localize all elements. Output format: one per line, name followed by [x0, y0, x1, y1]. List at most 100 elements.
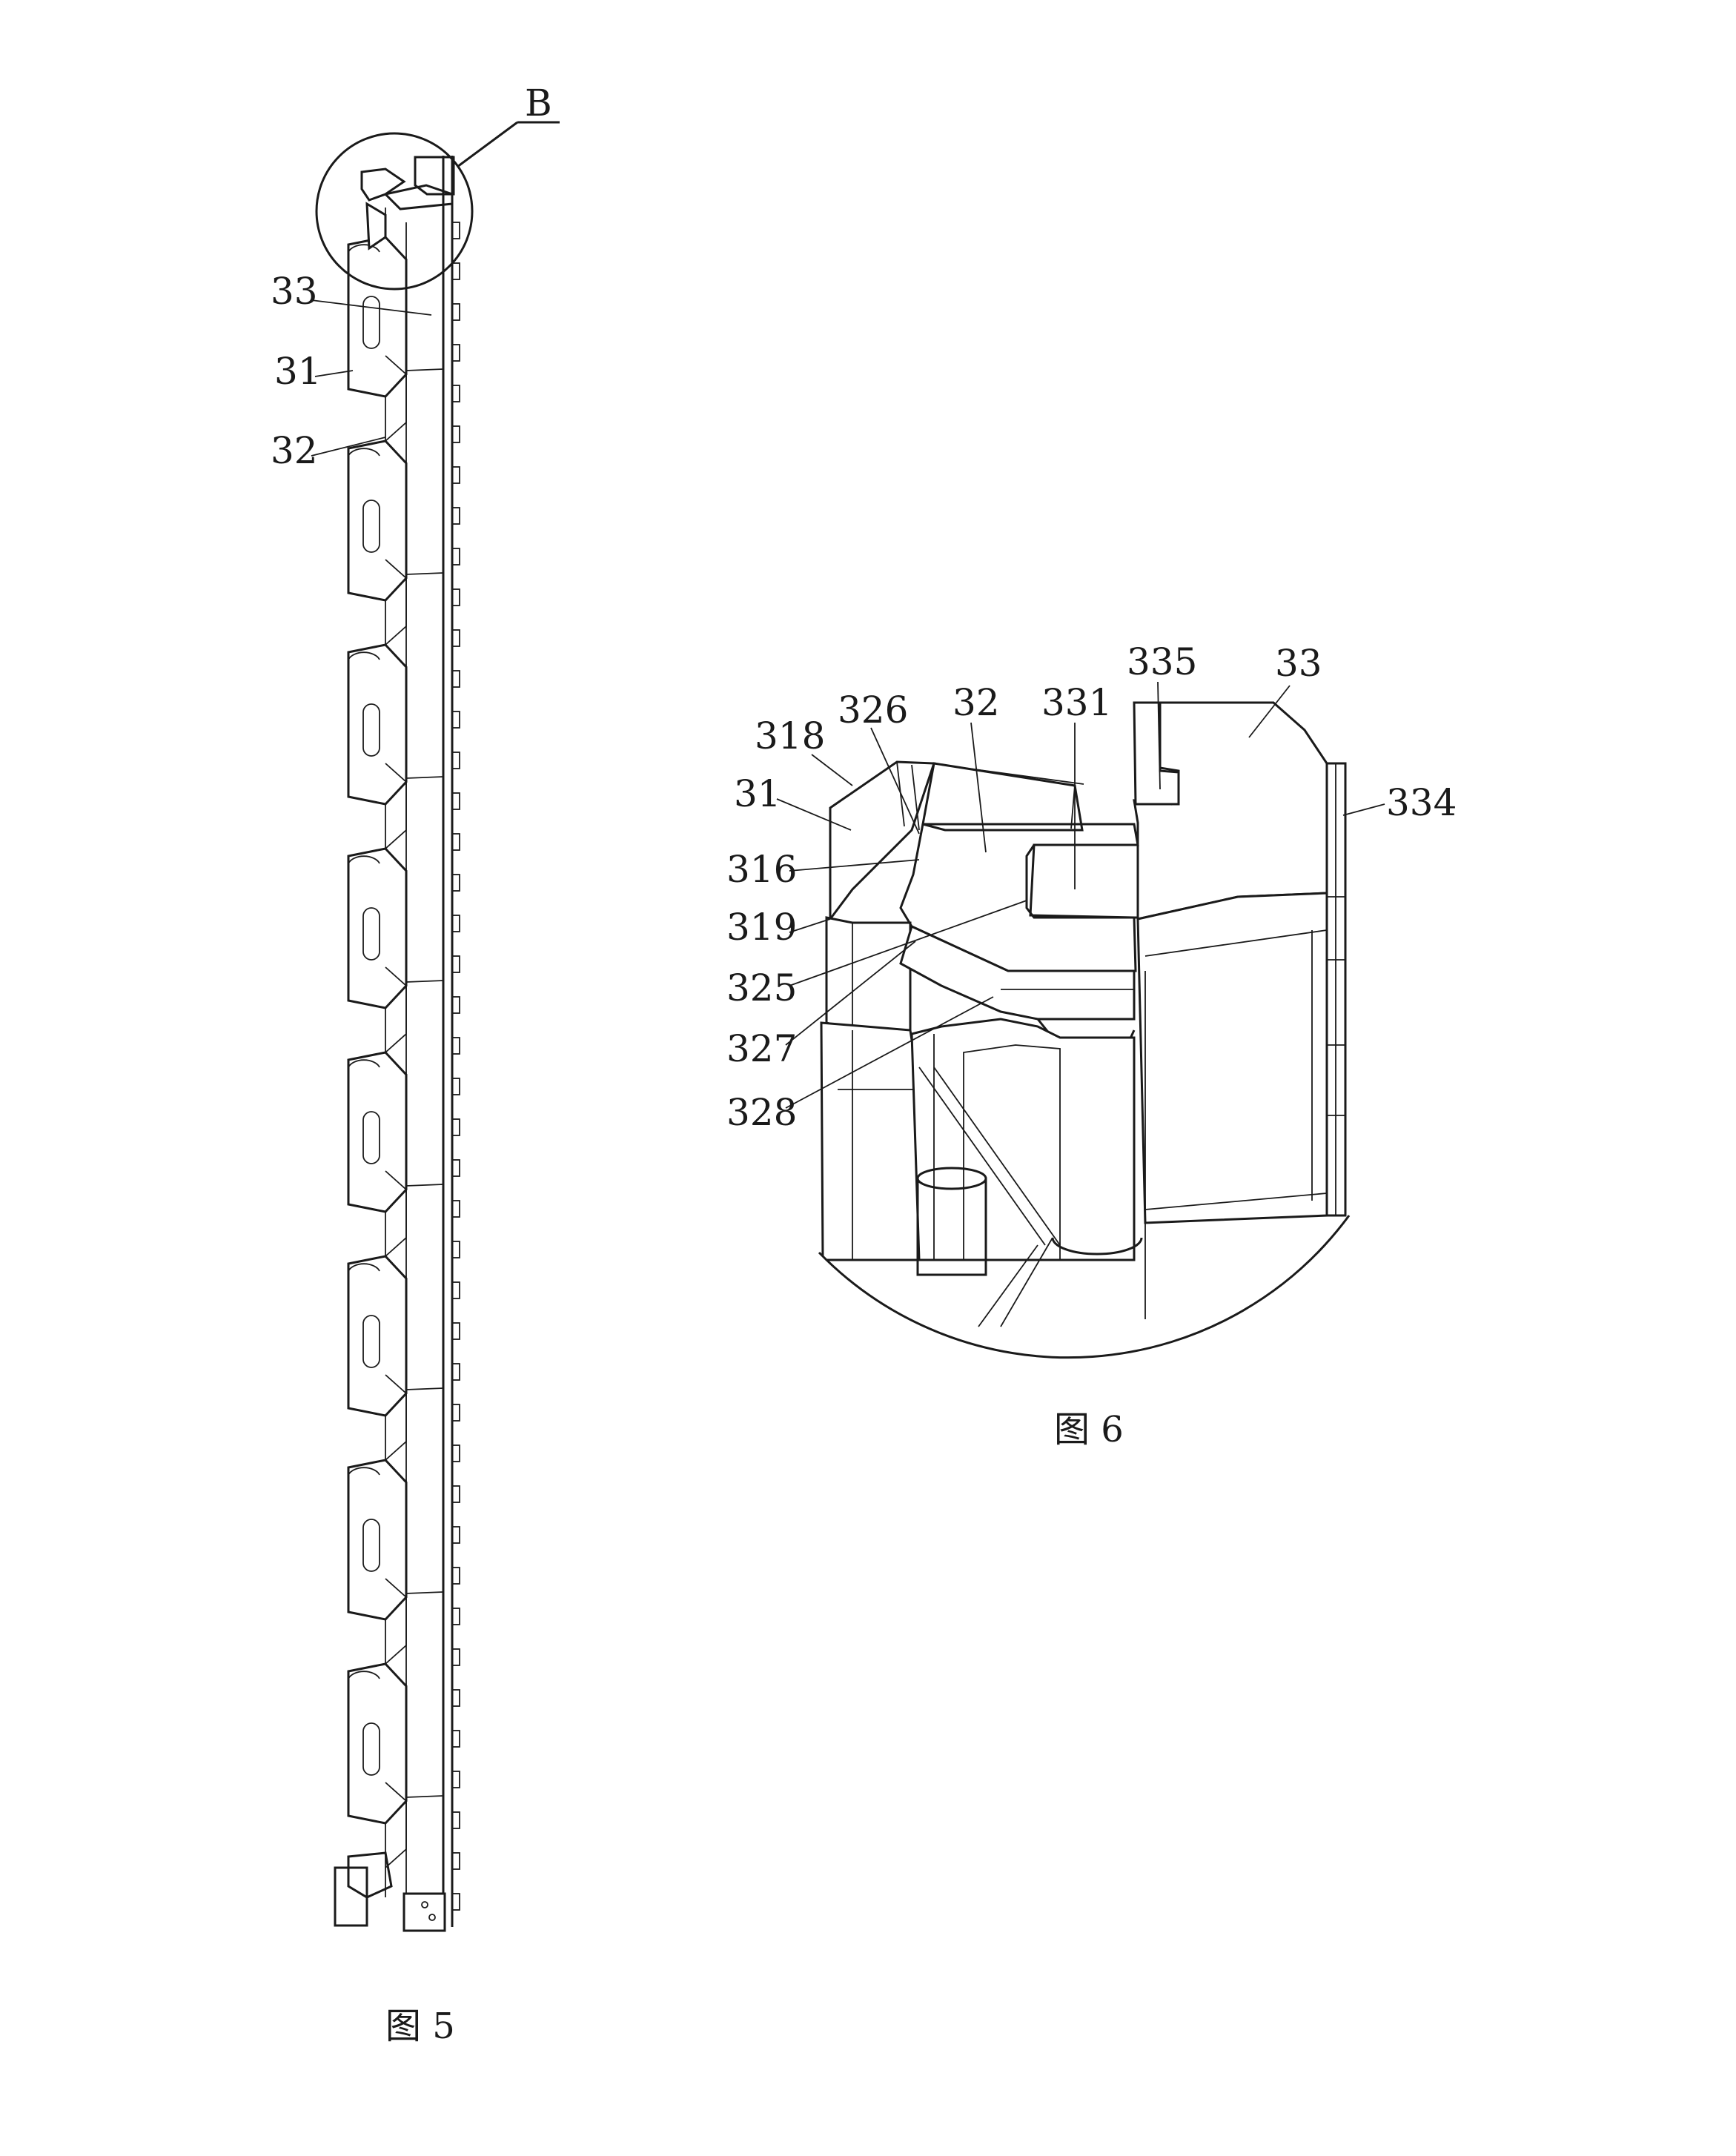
- fig6-label-326: 326: [838, 689, 908, 732]
- link-slot: [362, 1111, 380, 1164]
- slot-335: [1133, 701, 1180, 806]
- link-cap: [348, 448, 380, 457]
- bottom-end-section: [334, 1866, 368, 1927]
- rail-tab: [451, 955, 460, 973]
- link-slot: [362, 296, 380, 349]
- link-plate: [347, 440, 408, 602]
- link-plate: [347, 1662, 408, 1825]
- link-wedge: [385, 1374, 407, 1461]
- bottom-hole-2: [428, 1914, 436, 1921]
- link-slot: [362, 1722, 380, 1776]
- rail-tab: [451, 1241, 460, 1258]
- rail-tab: [451, 1444, 460, 1462]
- figure-5-caption: 图 5: [385, 2006, 455, 2047]
- rail-tab: [451, 996, 460, 1014]
- rail-tab: [451, 1852, 460, 1870]
- rail-separator: [405, 1591, 444, 1594]
- bevel-bar: [899, 924, 1136, 1021]
- link-plate: [347, 236, 408, 398]
- rail-tab: [451, 752, 460, 769]
- fig6-label-328: 328: [726, 1091, 797, 1134]
- fig6-label-327: 327: [726, 1027, 797, 1070]
- fig6-label-316: 316: [726, 848, 797, 891]
- fig6-label-334: 334: [1386, 781, 1457, 824]
- rail-tab: [451, 1078, 460, 1095]
- link-cap: [348, 1263, 380, 1272]
- fig5-label-33: 33: [271, 270, 318, 313]
- link-plate: [347, 1459, 408, 1621]
- bottom-hole-1: [421, 1901, 428, 1908]
- rail-tab: [451, 915, 460, 932]
- block-31-top: [829, 760, 936, 923]
- link-cap: [348, 1059, 380, 1068]
- detail-circle-b: [315, 132, 474, 291]
- rail-separator: [405, 1387, 444, 1390]
- rail-tab: [451, 1363, 460, 1381]
- link-slot: [362, 500, 380, 553]
- fig5-label-31: 31: [274, 350, 322, 393]
- block-31-face: [825, 916, 912, 1032]
- rail-tab: [451, 1730, 460, 1748]
- fig5-leader-32: [311, 437, 386, 457]
- rail-tab: [451, 1159, 460, 1177]
- link-plate: [347, 643, 408, 806]
- link-wedge: [385, 1170, 407, 1257]
- rail-tab: [451, 1322, 460, 1340]
- rail-tab: [451, 466, 460, 484]
- rail-tab: [451, 1404, 460, 1422]
- link-slot: [362, 703, 380, 757]
- fig6-label-32: 32: [953, 681, 1000, 724]
- fig6-label-33: 33: [1275, 642, 1322, 685]
- rail-tab: [451, 1567, 460, 1585]
- link-slot: [362, 907, 380, 961]
- link-cap: [348, 244, 380, 253]
- right-body: [1136, 892, 1328, 1224]
- pin-cylinder: [916, 1178, 987, 1276]
- detail-b-label: B: [525, 82, 552, 125]
- top-hook-lower: [365, 202, 387, 251]
- link-cap: [348, 1671, 380, 1679]
- rail-tab: [451, 548, 460, 565]
- rail-tab: [451, 1648, 460, 1666]
- link-plate: [347, 847, 408, 1009]
- rail-tab: [451, 1485, 460, 1503]
- pin-331-section: [1025, 843, 1139, 919]
- bottom-seal-section: [347, 1851, 393, 1899]
- link-wedge: [385, 559, 407, 646]
- link-wedge: [385, 1782, 407, 1868]
- top-hook: [360, 167, 406, 202]
- rail-tab: [451, 1893, 460, 1911]
- rail-tab: [451, 1281, 460, 1299]
- rail-tab: [451, 344, 460, 362]
- link-plate: [347, 1255, 408, 1417]
- rail-tab: [451, 1771, 460, 1788]
- rail-tab: [451, 222, 460, 239]
- rail-tab: [451, 425, 460, 443]
- rail-tab: [451, 1811, 460, 1829]
- fig6-label-335: 335: [1127, 640, 1197, 683]
- fig6-label-31: 31: [734, 772, 781, 815]
- link-wedge: [385, 355, 407, 442]
- link-wedge: [385, 1578, 407, 1665]
- fig5-leader-31: [314, 370, 354, 377]
- top-seal-section: [414, 156, 455, 196]
- fig6-label-325: 325: [726, 966, 797, 1009]
- figure-6-caption: 图 6: [1054, 1409, 1124, 1450]
- fig5-label-32: 32: [271, 429, 318, 472]
- link-slot: [362, 1315, 380, 1368]
- bottom-end-block: [402, 1892, 446, 1932]
- chain-links: [347, 236, 444, 1868]
- seal-33-section: [1133, 701, 1328, 921]
- rail-separator: [405, 572, 444, 575]
- rail-tab: [451, 1526, 460, 1544]
- rail-tab: [451, 1118, 460, 1136]
- second-row-block: [910, 1018, 1136, 1261]
- rail-tab: [451, 507, 460, 525]
- rail-tab: [451, 1037, 460, 1055]
- rail-separator: [405, 1184, 444, 1187]
- fig6-label-319: 319: [726, 906, 797, 949]
- link-wedge: [385, 763, 407, 849]
- rail-separator: [405, 776, 444, 779]
- rail-tab: [451, 1200, 460, 1218]
